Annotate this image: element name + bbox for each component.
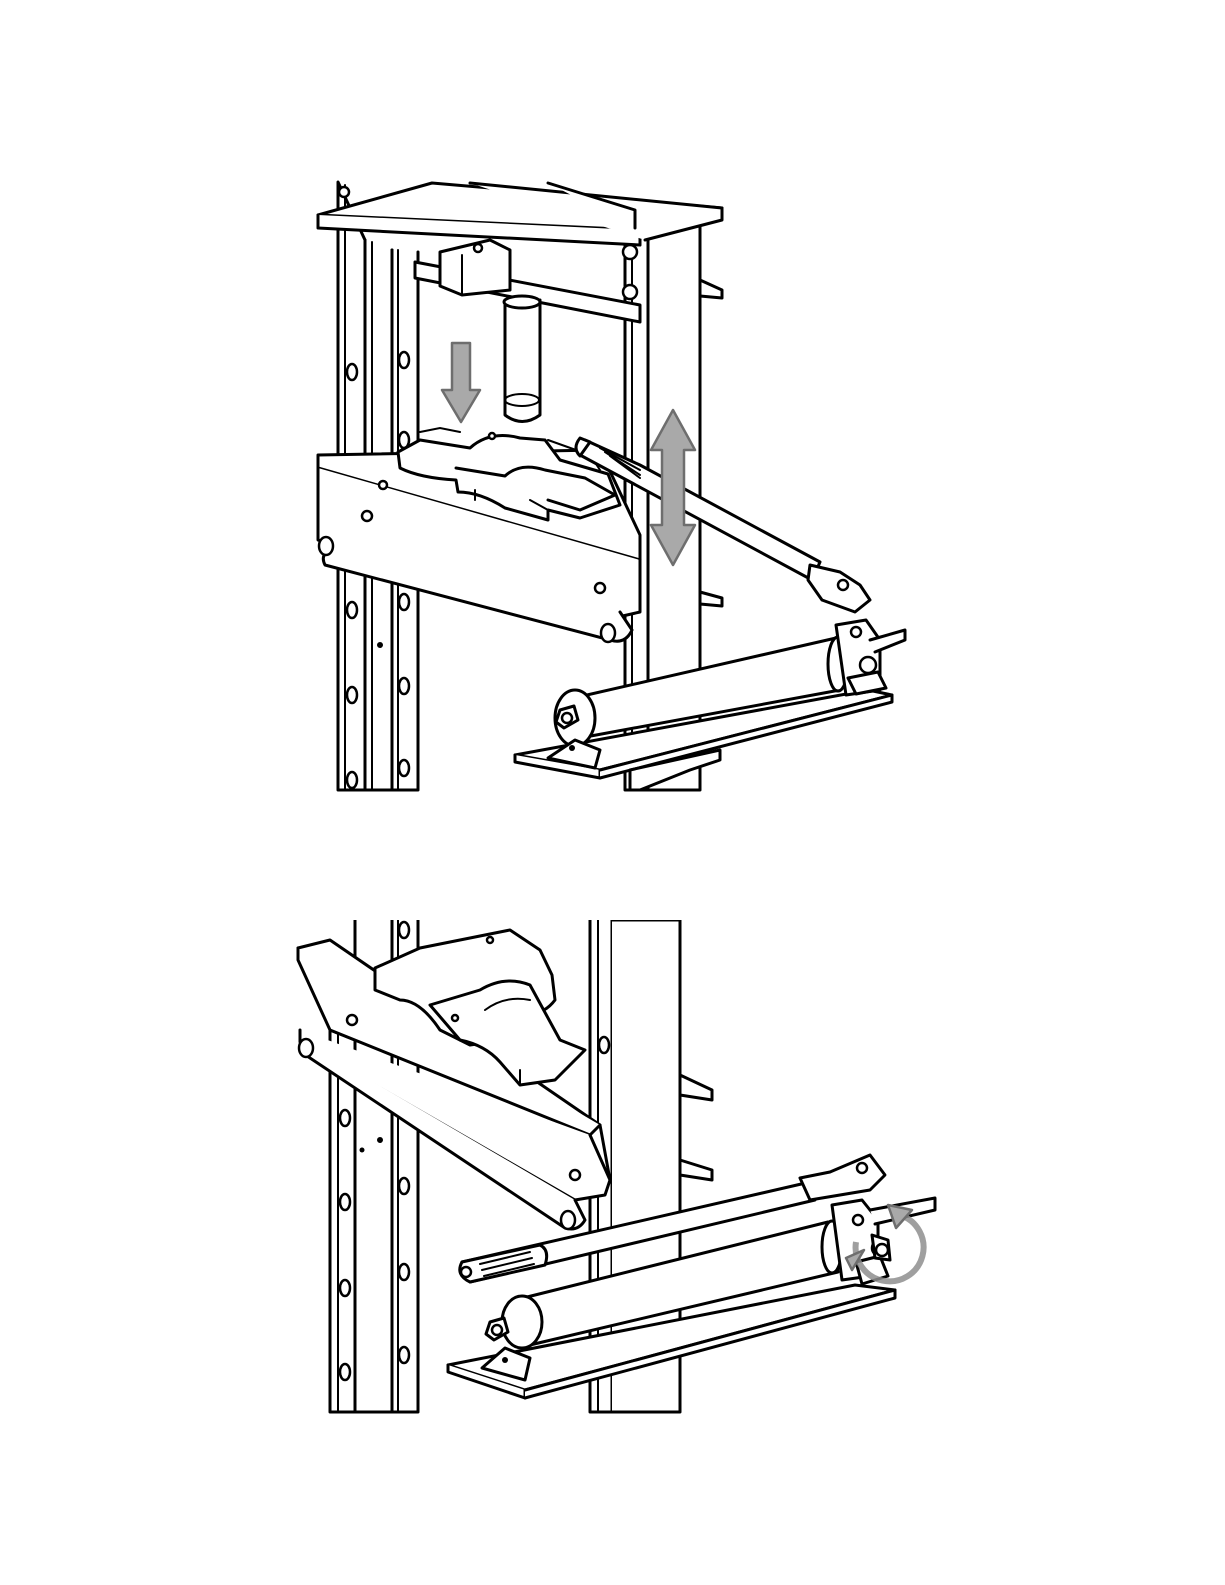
release-valve-knob (872, 1235, 890, 1260)
hydraulic-pump (515, 620, 905, 790)
press-ram (504, 296, 540, 422)
down-arrow (442, 343, 480, 422)
figure-bottom-release-valve (0, 920, 1225, 1420)
figure-top-press-pumping (0, 175, 1225, 805)
